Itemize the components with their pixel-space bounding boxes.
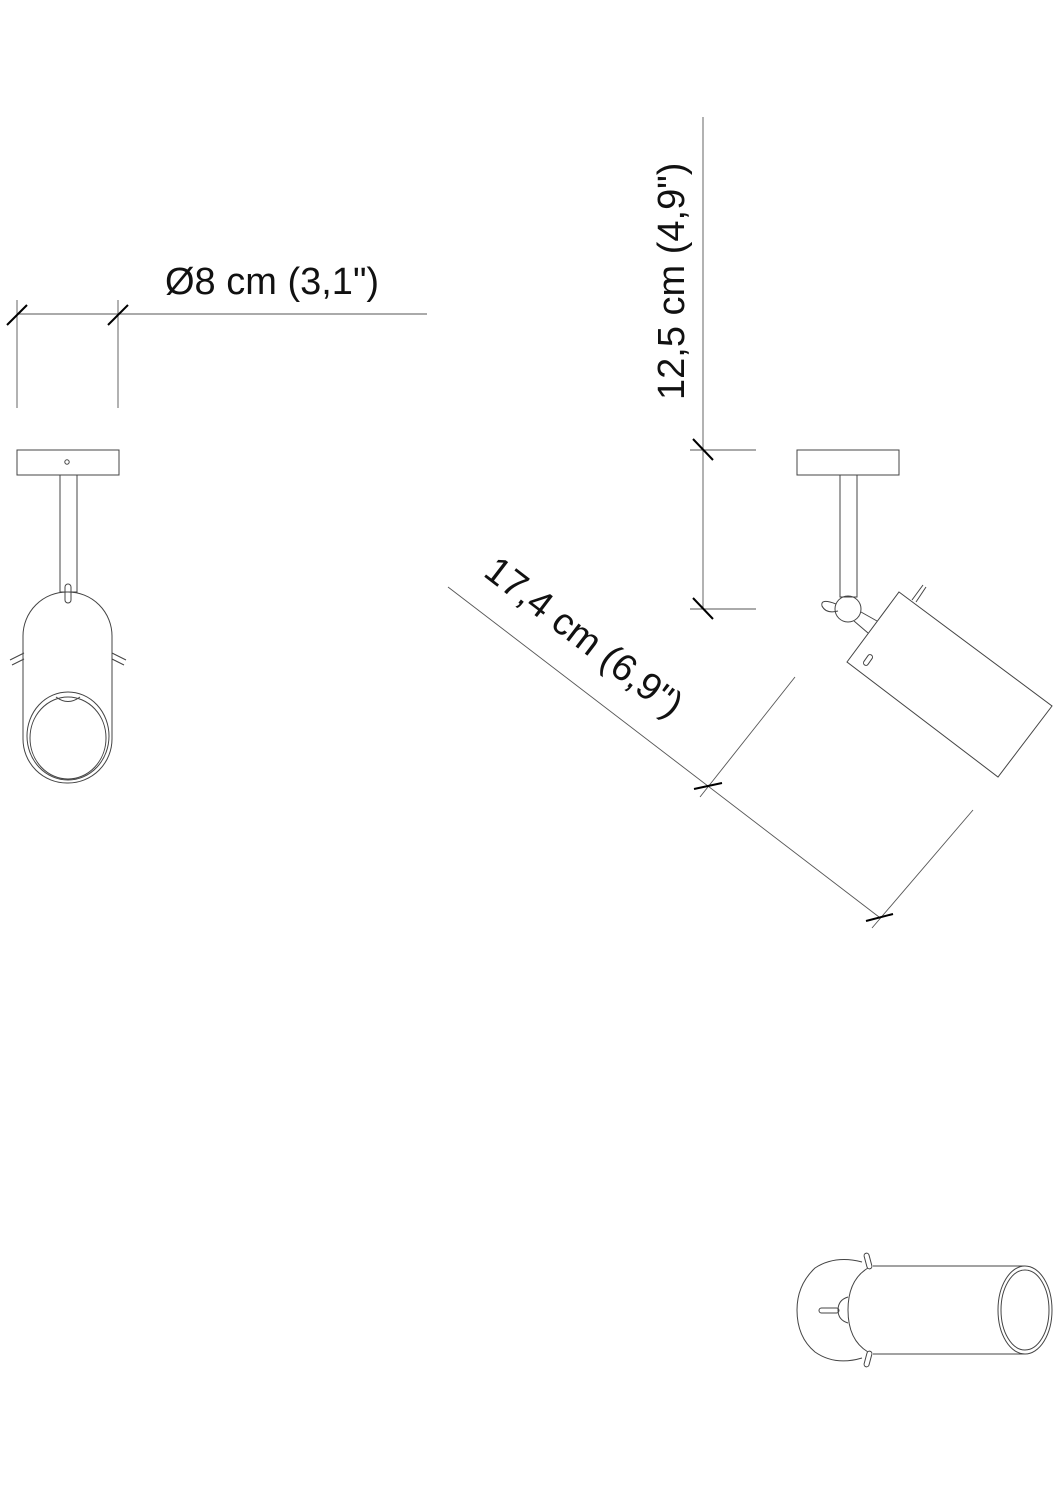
front-view-lamp	[9, 449, 127, 784]
height-label: 12,5 cm (4,9")	[651, 163, 693, 400]
diameter-dimension: Ø8 cm (3,1")	[6, 261, 427, 408]
height-dimension: 12,5 cm (4,9")	[651, 117, 756, 620]
length-dimension: 17,4 cm (6,9")	[447, 549, 974, 929]
length-label: 17,4 cm (6,9")	[477, 549, 691, 727]
diameter-label: Ø8 cm (3,1")	[165, 261, 379, 303]
side-view-lamp	[796, 449, 1053, 778]
horizontal-view-lamp	[796, 1252, 1053, 1368]
